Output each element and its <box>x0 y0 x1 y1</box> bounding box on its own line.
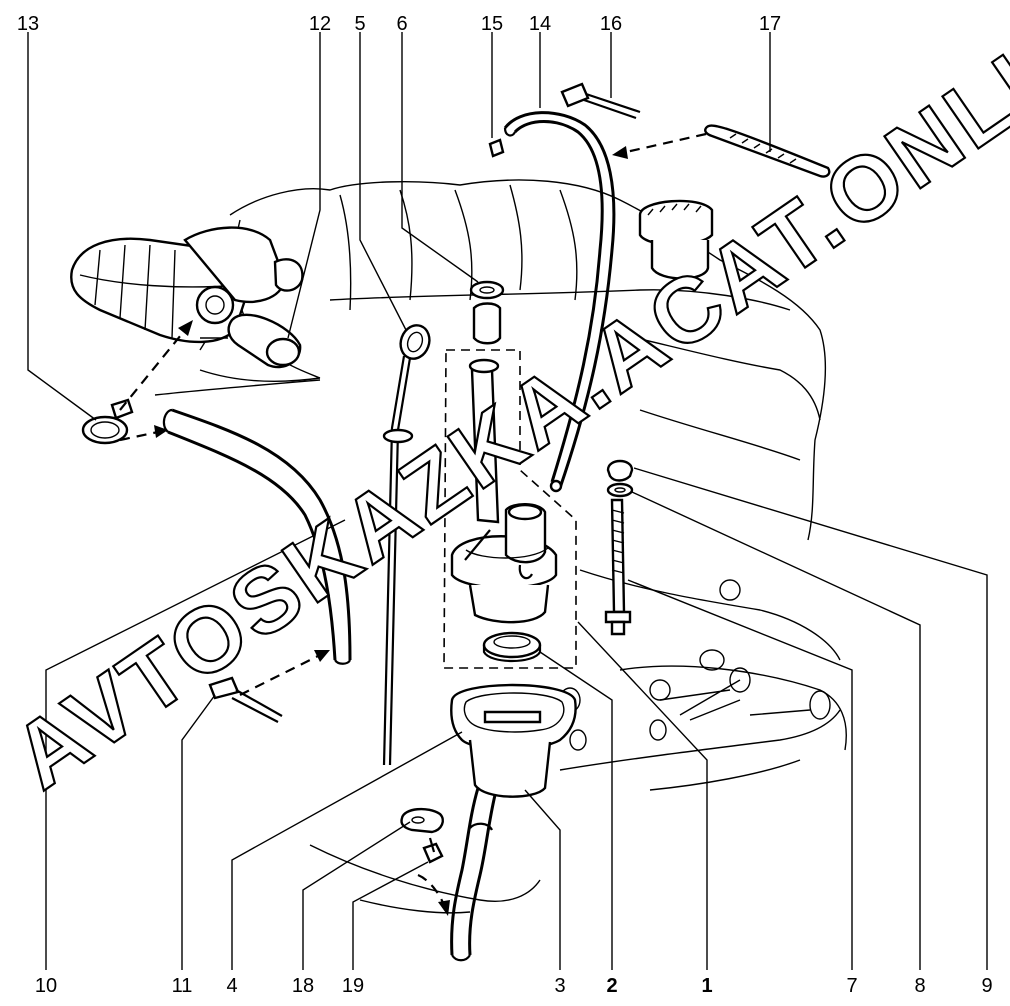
air-intake-duct <box>70 226 304 369</box>
bolt-19 <box>422 837 444 864</box>
hose-clamp-13 <box>81 398 134 445</box>
leader-lines <box>27 32 988 970</box>
breather-hose-14 <box>503 111 616 493</box>
washer-8 <box>606 482 634 498</box>
engine-outline <box>154 179 847 914</box>
callout-7: 7 <box>846 975 857 997</box>
callout-2: 2 <box>606 975 617 997</box>
filler-neck-3 <box>450 683 577 962</box>
callout-labels: 13 12 5 6 15 14 16 17 10 11 4 18 19 3 2 … <box>17 13 993 997</box>
callout-6: 6 <box>396 13 407 35</box>
callout-14: 14 <box>529 13 551 35</box>
grommet-6 <box>469 280 505 345</box>
callout-9: 9 <box>981 975 992 997</box>
bracket-18 <box>400 807 444 834</box>
callout-18: 18 <box>292 975 314 997</box>
callout-4: 4 <box>226 975 237 997</box>
callout-19: 19 <box>342 975 364 997</box>
callout-12: 12 <box>309 13 331 35</box>
nut-9 <box>606 459 634 482</box>
callout-11: 11 <box>172 975 193 997</box>
callout-16: 16 <box>600 13 622 35</box>
tie-strap-17 <box>704 124 831 178</box>
callout-8: 8 <box>914 975 925 997</box>
callout-15: 15 <box>481 13 503 35</box>
filler-tube-assembly-1 <box>443 349 577 669</box>
clip-16 <box>560 82 641 120</box>
callout-1: 1 <box>701 975 712 997</box>
plug-15 <box>488 138 505 158</box>
callout-10: 10 <box>35 975 57 997</box>
assembly-arrows <box>119 132 707 916</box>
stud-7 <box>604 498 632 636</box>
seal-ring-2 <box>482 631 542 662</box>
callout-3: 3 <box>554 975 565 997</box>
callout-5: 5 <box>354 13 365 35</box>
callout-17: 17 <box>759 13 781 35</box>
dipstick-5 <box>382 324 431 766</box>
callout-13: 13 <box>17 13 39 35</box>
